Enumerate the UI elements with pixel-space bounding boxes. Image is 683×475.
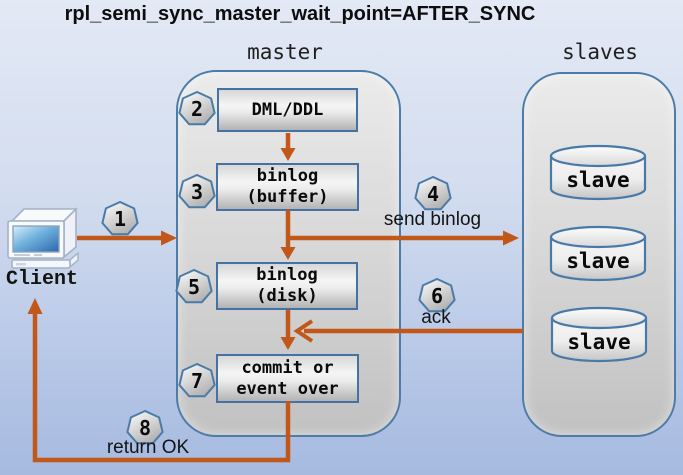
return-ok-label: return OK [106, 437, 190, 458]
step-number-4: 4 [427, 182, 439, 206]
slave-label-2: slave [566, 249, 629, 273]
step-number-7: 7 [191, 369, 203, 393]
box-binlog-buffer-line2: (buffer) [246, 187, 329, 207]
box-binlog-disk-line1: binlog [256, 265, 318, 285]
arrow-return-ok [32, 312, 291, 463]
step-badge-2: 2 [178, 90, 216, 126]
arrowhead-disk-commit [280, 337, 296, 350]
step-number-1: 1 [114, 207, 126, 231]
client-computer-icon [7, 207, 79, 269]
arrowhead-step1 [161, 230, 177, 246]
slave-label-1: slave [566, 168, 629, 192]
box-commit-event-over: commit or event over [216, 354, 359, 403]
step-badge-3: 3 [178, 173, 216, 209]
box-binlog-disk-line2: (disk) [256, 286, 318, 306]
box-binlog-disk: binlog (disk) [216, 262, 358, 310]
step-badge-1: 1 [101, 200, 139, 236]
arrowhead-dml-buffer [280, 148, 296, 161]
slave-cylinder-2: slave [549, 225, 647, 282]
slave-cylinder-3: slave [550, 306, 648, 363]
slave-cylinder-1: slave [549, 144, 647, 201]
step-number-5: 5 [188, 275, 200, 299]
box-commit-line2: event over [236, 378, 339, 399]
master-zone-label: master [247, 40, 323, 64]
step-number-8: 8 [139, 416, 151, 440]
step-badge-7: 7 [178, 362, 216, 398]
arrowhead-send-binlog [503, 230, 519, 246]
step-number-3: 3 [191, 180, 203, 204]
box-binlog-buffer-line1: binlog [256, 166, 319, 186]
diagram-title: rpl_semi_sync_master_wait_point=AFTER_SY… [64, 3, 536, 25]
slaves-zone-label: slaves [562, 40, 638, 64]
slave-label-3: slave [567, 330, 630, 354]
step-number-2: 2 [191, 97, 203, 121]
step-badge-6: 6 [418, 277, 456, 313]
step-badge-8: 8 [126, 409, 164, 445]
step-number-6: 6 [431, 284, 443, 308]
box-commit-line1: commit or [241, 357, 334, 378]
arrowhead-buffer-disk [280, 247, 296, 260]
arrowhead-return-ok [27, 298, 43, 314]
send-binlog-label: send binlog [383, 209, 482, 230]
step-badge-5: 5 [175, 268, 213, 304]
box-dml-ddl: DML/DDL [217, 88, 358, 132]
ack-arrowhead [293, 319, 314, 343]
box-dml-ddl-line: DML/DDL [251, 99, 324, 120]
ack-label: ack [421, 307, 451, 328]
step-badge-4: 4 [414, 175, 452, 211]
client-label: Client [5, 268, 78, 291]
